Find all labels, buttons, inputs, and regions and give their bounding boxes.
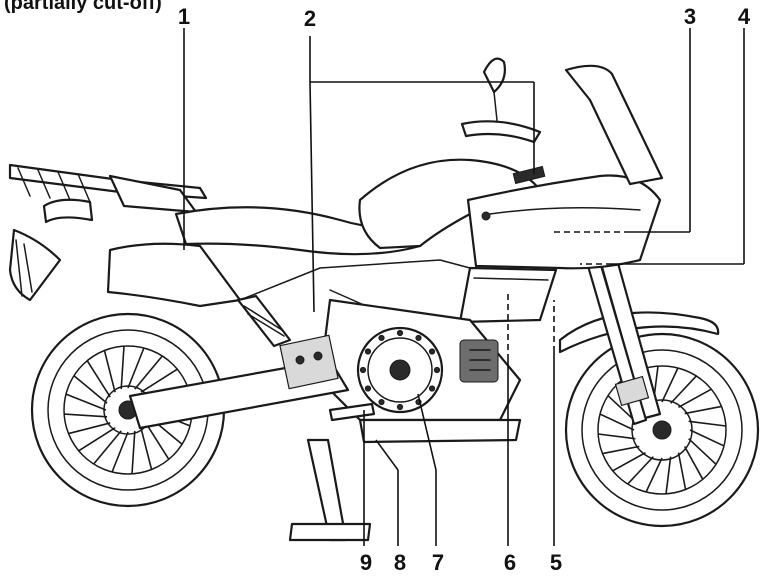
wheel-spoke: [127, 347, 145, 389]
wheel-spoke: [645, 457, 663, 493]
callout-8: 8: [394, 550, 406, 575]
wheel-spoke: [688, 438, 717, 465]
wheel-spoke: [86, 360, 111, 398]
wheel-spoke: [678, 388, 712, 409]
callout-6: 6: [504, 550, 516, 575]
engine-bolt: [428, 348, 436, 355]
wheel-spoke: [689, 429, 725, 447]
callout-1: 1: [178, 4, 190, 29]
callout-2: 2: [304, 6, 316, 31]
wheel-spoke: [64, 413, 108, 418]
engine-bolt: [378, 398, 385, 406]
wheel-spoke: [140, 368, 178, 393]
engine-bolt: [378, 334, 385, 342]
wheel-spoke: [131, 430, 136, 474]
wheel-spoke: [111, 431, 129, 473]
wheel-spoke: [68, 422, 111, 435]
callout-labels: 1 2 3 4 5 6 7 8 9: [178, 4, 751, 575]
engine-bolt: [433, 366, 441, 374]
mirror: [482, 57, 506, 94]
wheel-spoke: [134, 355, 163, 390]
wheel-spoke: [670, 375, 697, 404]
callout-3: 3: [684, 4, 696, 29]
engine-bolt: [428, 385, 436, 392]
wheel-spoke: [607, 395, 636, 422]
wheel-spoke: [684, 405, 722, 415]
engine-bolt: [396, 329, 404, 337]
wheel-spoke: [661, 367, 679, 403]
wheel-spoke: [65, 393, 107, 411]
rear-mudguard: [8, 228, 62, 302]
rear-rack: [8, 163, 208, 224]
wheel-spoke: [627, 456, 654, 485]
frame: [239, 259, 471, 301]
wheel-spoke: [598, 433, 636, 440]
callout-7: 7: [432, 550, 444, 575]
engine-bolt: [396, 403, 404, 411]
wheel-spoke: [602, 445, 640, 455]
wheel-spoke: [612, 451, 646, 472]
callout-5: 5: [550, 550, 562, 575]
wheel-spoke: [688, 420, 726, 427]
engine-bolt: [415, 334, 422, 342]
wheel-spoke: [665, 456, 672, 494]
engine: [318, 298, 522, 422]
wheel-spoke: [93, 430, 122, 465]
wheel-spoke: [103, 350, 116, 393]
front-wheel: [564, 332, 760, 528]
wheel-spoke: [599, 413, 635, 431]
engine-bolt: [364, 385, 372, 392]
wheel-spoke: [78, 427, 116, 452]
rear-shock: [236, 294, 292, 348]
wheel-spoke: [677, 452, 687, 490]
exhaust-pipe: [358, 418, 522, 444]
side-panel: [106, 242, 242, 308]
wheel-spoke: [145, 422, 170, 460]
callout-leaders: [183, 28, 745, 546]
footpeg: [328, 402, 376, 422]
wheel-spoke: [120, 346, 125, 390]
callout-4: 4: [738, 4, 751, 29]
windscreen: [564, 64, 664, 186]
motorcycle-illustration: [8, 57, 760, 542]
engine-bolt: [359, 366, 367, 374]
handlebar: [460, 120, 542, 144]
wheel-spoke: [73, 375, 108, 404]
callout-9: 9: [360, 550, 372, 575]
wheel-spoke: [140, 427, 153, 470]
wheel-spoke: [683, 446, 704, 480]
engine-bolt: [364, 348, 372, 355]
header-text: (partially cut-off): [4, 0, 162, 14]
